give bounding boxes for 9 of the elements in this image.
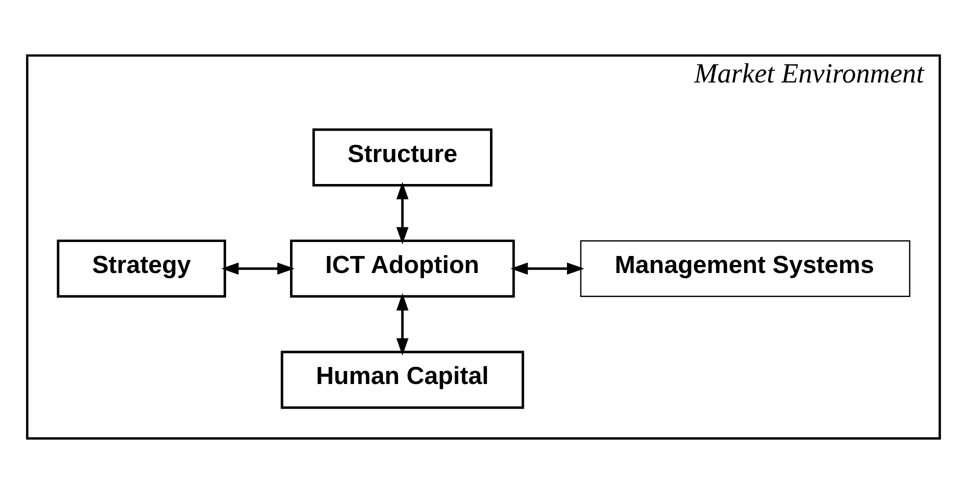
node-box: Strategy	[56, 239, 226, 298]
arrow	[396, 181, 408, 244]
arrow	[510, 262, 584, 274]
arrow	[396, 292, 408, 356]
node-box: Management Systems	[580, 240, 910, 297]
node-box: Structure	[312, 128, 492, 186]
node-box: Human Capital	[280, 350, 524, 408]
arrow	[221, 262, 295, 274]
node-box: ICT Adoption	[290, 239, 515, 298]
